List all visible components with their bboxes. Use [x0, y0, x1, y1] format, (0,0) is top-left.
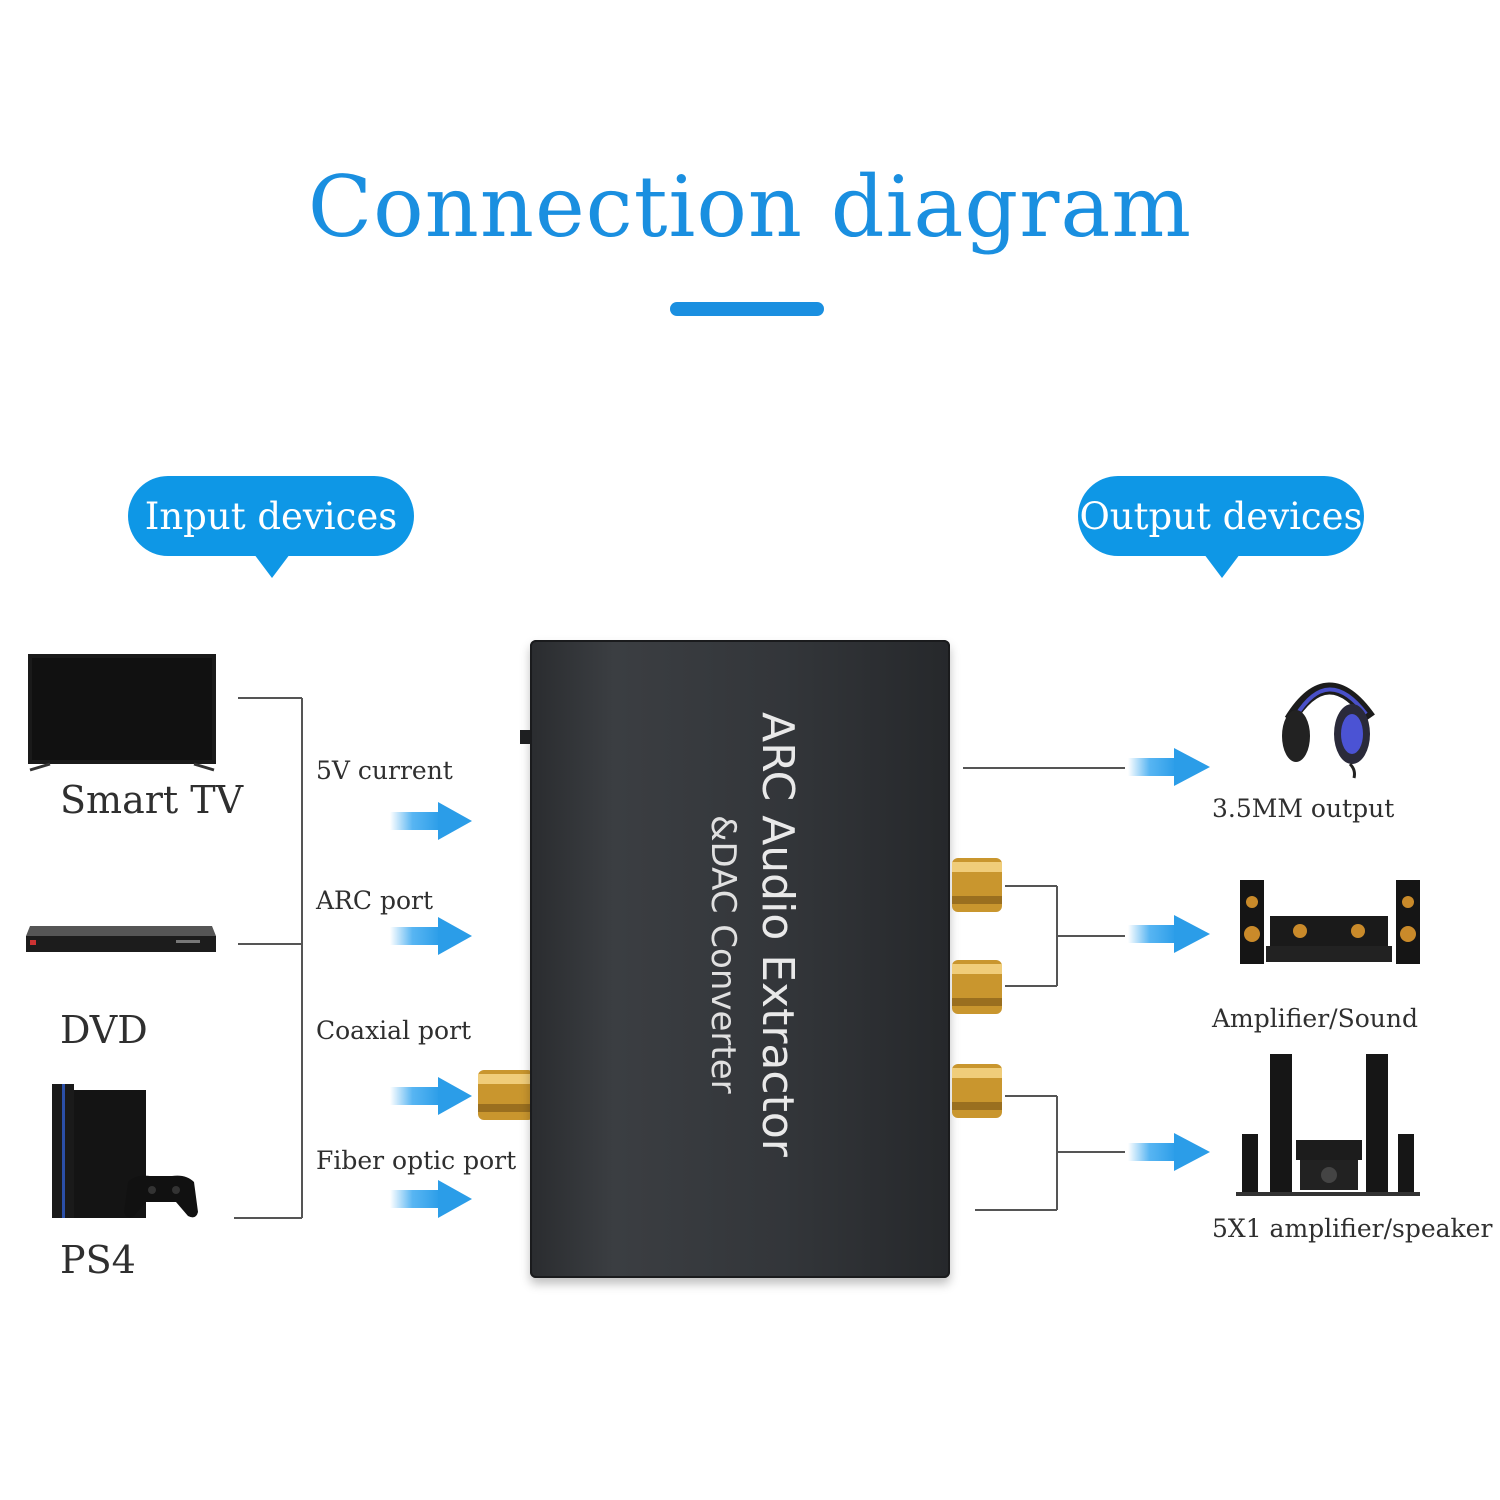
output-arrows — [1128, 748, 1210, 1171]
output-label-5x1: 5X1 amplifier/speaker — [1212, 1214, 1493, 1243]
page-title: Connection diagram — [307, 158, 1193, 256]
converter-subtitle: &DAC Converter — [703, 815, 743, 1094]
output-label-3-5mm: 3.5MM output — [1212, 794, 1395, 823]
input-arrows — [390, 802, 472, 1218]
output-bubble-tail — [1204, 554, 1240, 578]
headphones-icon — [1282, 682, 1375, 779]
input-devices-bubble: Input devices — [128, 476, 414, 556]
converter-box — [530, 640, 950, 1278]
port-label-coaxial: Coaxial port — [316, 1016, 472, 1045]
dvd-player-icon — [26, 926, 216, 952]
rca-output-jacks — [952, 858, 1002, 1118]
device-label-ps4: PS4 — [60, 1238, 136, 1282]
rca-connector-icon — [478, 1070, 534, 1120]
home-theater-icon — [1236, 1054, 1420, 1196]
rca-connector-icon — [952, 960, 1002, 1014]
device-label-smart-tv: Smart TV — [60, 778, 244, 822]
arrow-right-icon — [1128, 915, 1210, 953]
television-icon — [28, 654, 216, 772]
game-console-icon — [52, 1084, 198, 1218]
arrow-right-icon — [1128, 748, 1210, 786]
converter-switch — [520, 730, 530, 744]
port-label-arc: ARC port — [316, 886, 434, 915]
rca-connector-icon — [952, 1064, 1002, 1118]
output-devices-bubble: Output devices — [1078, 476, 1364, 556]
title-underline — [670, 302, 824, 316]
input-bracket — [234, 697, 303, 1219]
arrow-right-icon — [390, 1077, 472, 1115]
arrow-right-icon — [390, 802, 472, 840]
port-label-fiber: Fiber optic port — [316, 1146, 517, 1175]
output-lines — [963, 767, 1125, 1211]
rca-connector-icon — [952, 858, 1002, 912]
port-label-5v: 5V current — [316, 756, 453, 785]
arrow-right-icon — [390, 917, 472, 955]
input-bubble-tail — [254, 554, 290, 578]
output-label-amplifier: Amplifier/Sound — [1212, 1004, 1418, 1033]
arrow-right-icon — [390, 1180, 472, 1218]
converter-title: ARC Audio Extractor — [752, 712, 803, 1157]
device-label-dvd: DVD — [60, 1008, 148, 1052]
arrow-right-icon — [1128, 1133, 1210, 1171]
sound-system-icon — [1240, 880, 1420, 964]
